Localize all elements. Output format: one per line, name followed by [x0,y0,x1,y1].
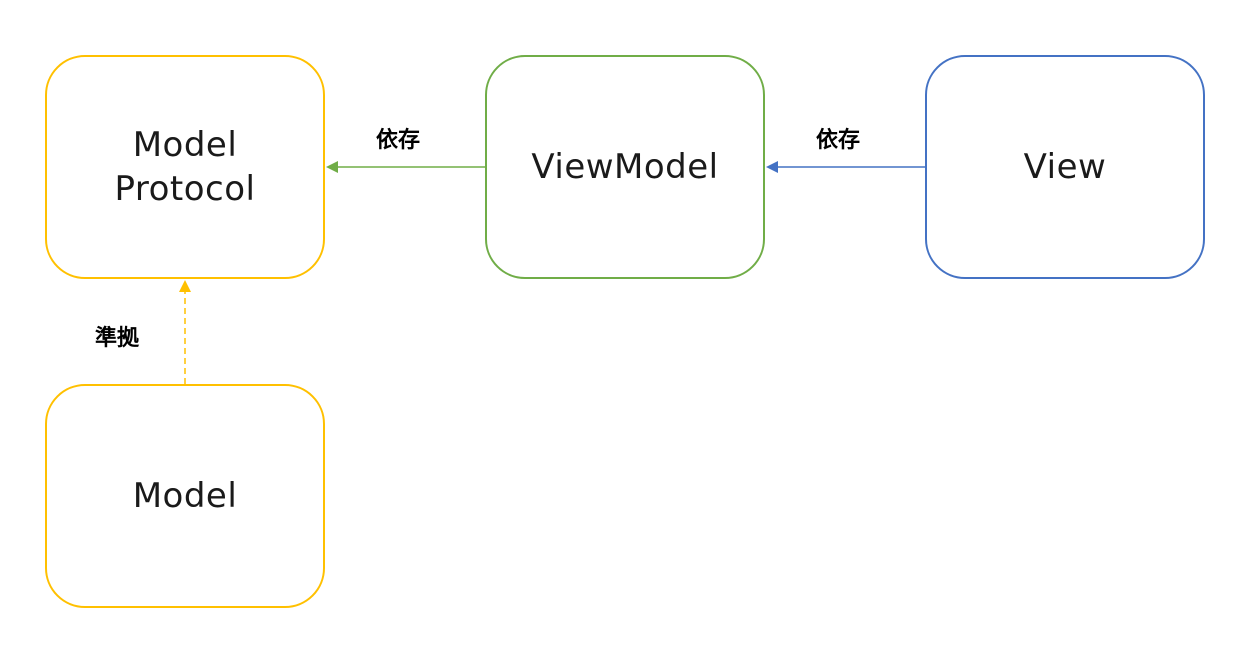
view-label: View [1023,146,1107,187]
model-protocol-line-2: Protocol [114,169,256,209]
model-label: Model [132,475,238,516]
edge-label-viewmodel-dependency: 依存 [376,128,421,153]
edge-label-model-conformance: 準拠 [95,326,140,351]
view-node: View [925,55,1205,279]
arrowhead-viewmodel [766,161,778,173]
arrowhead-model-protocol-up [179,280,191,292]
model-protocol-line-1: Model [132,124,238,165]
viewmodel-node: ViewModel [485,55,765,279]
model-protocol-node: Model Protocol [45,55,325,279]
edge-label-view-dependency: 依存 [816,128,861,153]
viewmodel-label: ViewModel [531,146,719,187]
model-node: Model [45,384,325,608]
arrowhead-model-protocol [326,161,338,173]
